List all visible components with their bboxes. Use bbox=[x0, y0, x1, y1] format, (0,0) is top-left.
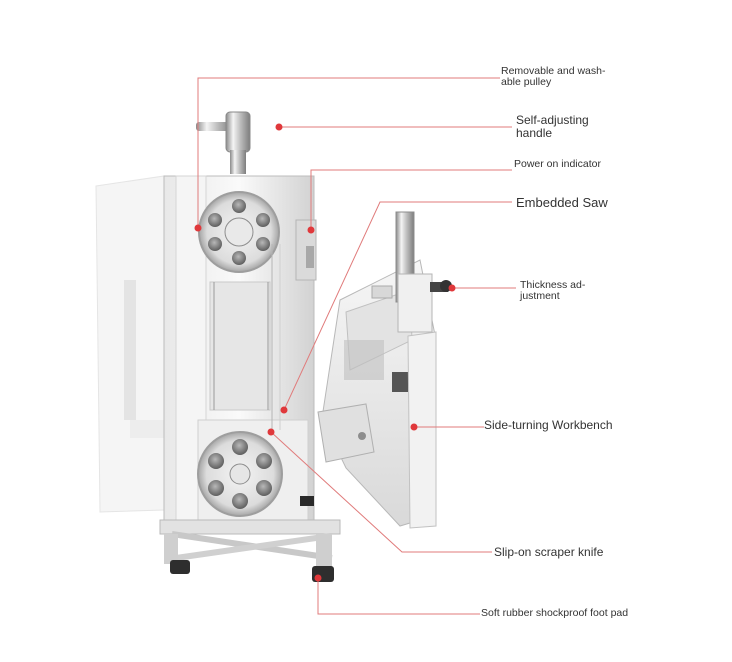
label-power-indicator: Power on indicator bbox=[514, 158, 601, 170]
callout-markers bbox=[194, 123, 456, 582]
thickness-adjustment-part bbox=[371, 211, 452, 333]
label-removable-pulley: Removable and wash- able pulley bbox=[501, 65, 606, 89]
lower-pulley bbox=[197, 419, 309, 521]
foot-pad-left bbox=[170, 560, 190, 574]
label-removable-pulley-line1: Removable and wash- bbox=[501, 65, 606, 77]
label-embedded-saw: Embedded Saw bbox=[516, 195, 608, 210]
callout-lines bbox=[197, 77, 516, 615]
marker-saw bbox=[280, 406, 288, 414]
marker-indicator bbox=[307, 226, 315, 234]
leader-pulley bbox=[197, 77, 500, 228]
rear-housing bbox=[95, 175, 165, 513]
marker-thickness bbox=[448, 284, 456, 292]
marker-foot bbox=[314, 574, 322, 582]
label-self-adjusting-handle: Self-adjusting handle bbox=[516, 114, 589, 139]
label-removable-pulley-line2: able pulley bbox=[501, 76, 552, 89]
leader-foot bbox=[317, 578, 480, 615]
label-self-adjusting-handle-line2: handle bbox=[516, 125, 553, 140]
leader-saw bbox=[283, 201, 512, 411]
upper-pulley bbox=[198, 191, 280, 273]
self-adjusting-handle-part bbox=[196, 111, 251, 174]
leader-scraper bbox=[270, 431, 492, 553]
machine-base bbox=[159, 496, 341, 582]
marker-pulley bbox=[194, 224, 202, 232]
marker-workbench bbox=[410, 423, 418, 431]
label-scraper-knife: Slip-on scraper knife bbox=[494, 545, 604, 559]
label-self-adjusting-handle-line1: Self-adjusting bbox=[516, 113, 589, 127]
label-thickness-adjustment: Thickness ad- justment bbox=[520, 279, 586, 303]
label-side-turning-workbench: Side-turning Workbench bbox=[484, 418, 613, 432]
leader-indicator bbox=[310, 169, 512, 230]
marker-handle bbox=[275, 123, 283, 131]
label-thickness-adjustment-line1: Thickness ad- bbox=[520, 279, 586, 291]
saw-blade bbox=[271, 244, 281, 430]
label-thickness-adjustment-line2: justment bbox=[520, 290, 560, 303]
marker-scraper bbox=[267, 428, 275, 436]
label-foot-pad: Soft rubber shockproof foot pad bbox=[481, 607, 629, 619]
